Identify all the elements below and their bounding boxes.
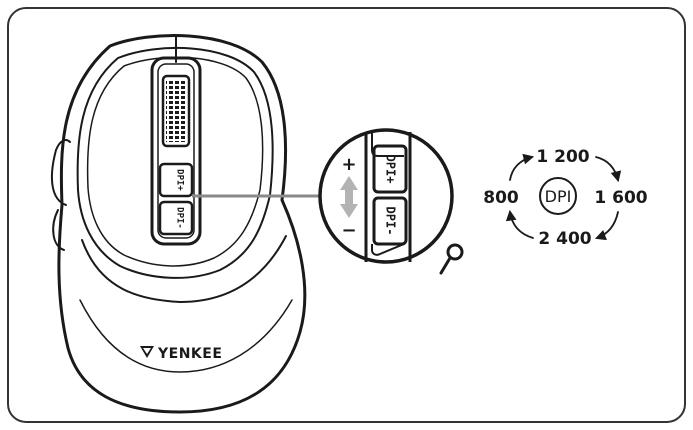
brand-logo-icon	[140, 346, 154, 358]
plus-sign: +	[341, 154, 356, 175]
brand-name: YENKEE	[157, 346, 222, 362]
zoom-dpi-minus-button[interactable]	[372, 196, 408, 246]
zoom-dpi-plus-button[interactable]	[372, 144, 408, 194]
up-down-arrow-icon	[340, 176, 358, 218]
dpi-value-2400: 2 400	[538, 229, 591, 249]
dpi-center-label: DPI	[545, 187, 572, 206]
brand-logo: YENKEE	[140, 346, 222, 362]
zoom-dpi-plus-label: DPI+	[384, 155, 398, 184]
zoom-detail: DPI+ DPI- + −	[318, 128, 464, 275]
dpi-center-ring	[539, 177, 577, 215]
magnifier-icon	[439, 243, 464, 275]
mouse-top-shell	[76, 46, 274, 279]
cycle-arrow-1600-to-2400	[594, 211, 619, 241]
zoom-circle	[318, 128, 454, 264]
mouse-dpi-minus-label: DPI-	[175, 207, 185, 229]
cycle-arrow-2400-to-800	[505, 209, 534, 239]
frame-border	[7, 7, 686, 423]
minus-sign: −	[341, 220, 356, 241]
mouse-body-outline	[57, 34, 307, 414]
cycle-arrow-800-to-1200	[509, 153, 535, 181]
zoom-dpi-minus-label: DPI-	[384, 207, 398, 236]
dpi-value-1600: 1 600	[594, 188, 647, 208]
dpi-cycle-diagram: DPI 1 200 1 600 2 400 800	[483, 147, 648, 249]
dpi-value-800: 800	[483, 188, 519, 208]
mouse-dpi-plus-label: DPI+	[175, 169, 185, 191]
scroll-wheel	[161, 74, 191, 148]
mouse-dpi-plus-button[interactable]	[158, 162, 194, 198]
mouse-dpi-minus-button[interactable]	[158, 200, 194, 236]
mouse-illustration	[50, 34, 307, 414]
mouse-center-strip	[150, 56, 202, 246]
dpi-value-1200: 1 200	[536, 147, 589, 167]
cycle-arrow-1200-to-1600	[595, 156, 622, 183]
